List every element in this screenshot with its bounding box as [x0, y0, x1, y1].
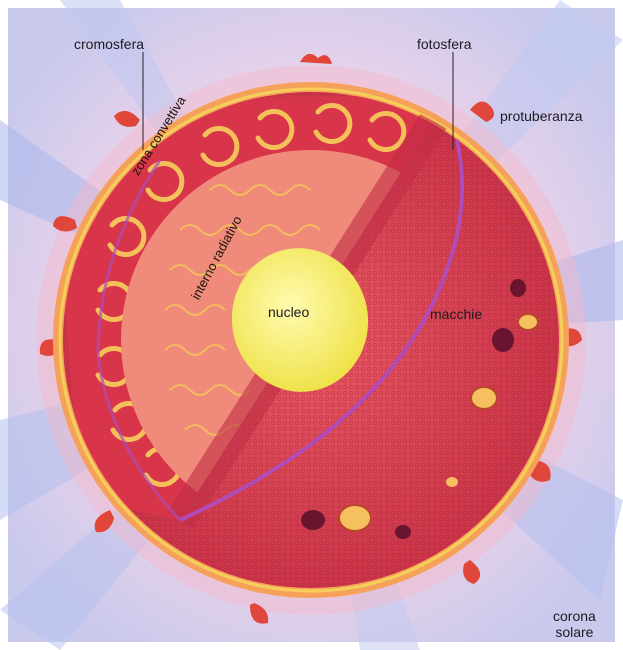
protuberanza-label: protuberanza [500, 108, 583, 124]
corona-label-line2: solare [553, 624, 596, 640]
macchie-label: macchie [430, 306, 482, 322]
fotosfera-label: fotosfera [417, 36, 471, 52]
corona-label-line1: corona [553, 608, 596, 624]
corona-solare-label: corona solare [553, 608, 596, 640]
nucleo-label: nucleo [268, 304, 309, 320]
cromosfera-label: cromosfera [74, 36, 144, 52]
